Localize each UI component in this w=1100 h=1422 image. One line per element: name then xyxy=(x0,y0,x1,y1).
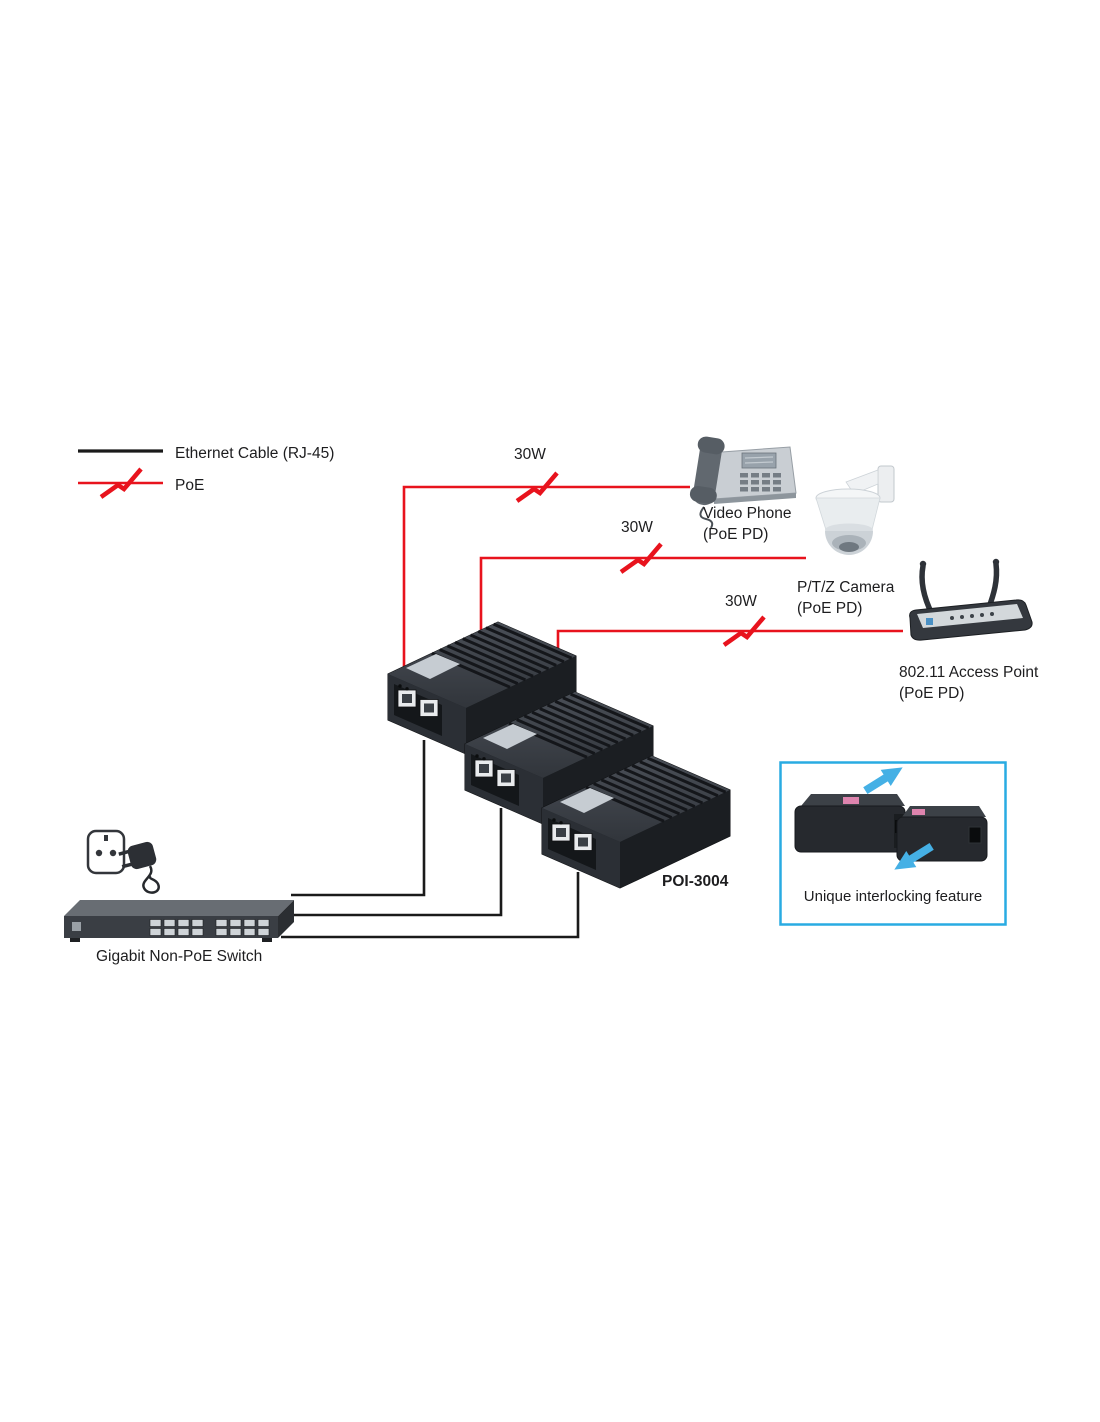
video-phone-name: Video Phone xyxy=(703,505,792,522)
phone-handset xyxy=(689,436,725,506)
access-point-leds xyxy=(950,612,994,620)
cable-injector2-to-switch xyxy=(287,808,503,917)
poe-cable-to-video-phone xyxy=(402,485,690,696)
access-point-illustration xyxy=(909,558,1033,641)
power-label-1: 30W xyxy=(514,446,546,463)
power-outlet xyxy=(86,829,126,875)
power-label-3: 30W xyxy=(725,593,757,610)
power-label-2: 30W xyxy=(621,519,653,536)
ptz-camera-label: P/T/Z Camera (PoE PD) xyxy=(797,577,894,619)
cable-injector3-to-switch xyxy=(281,872,580,939)
power-plug xyxy=(118,841,160,894)
switch-ports xyxy=(149,919,270,936)
ethernet-cables xyxy=(78,449,580,939)
video-phone-label: Video Phone (PoE PD) xyxy=(703,503,792,545)
phone-keypad xyxy=(740,473,781,492)
ptz-camera-type: (PoE PD) xyxy=(797,600,863,617)
video-phone-illustration xyxy=(689,436,797,529)
legend-poe-label: PoE xyxy=(175,477,205,494)
feature-box xyxy=(779,759,1007,926)
ptz-camera-name: P/T/Z Camera xyxy=(797,579,895,596)
access-point-name: 802.11 Access Point xyxy=(899,664,1039,681)
power-cord xyxy=(142,865,160,894)
ptz-camera-illustration xyxy=(815,465,895,555)
injector-model-label: POI-3004 xyxy=(662,873,729,890)
access-point-label: 802.11 Access Point (PoE PD) xyxy=(899,662,1038,704)
access-point-type: (PoE PD) xyxy=(899,685,965,702)
feature-caption: Unique interlocking feature xyxy=(803,888,983,905)
feature-right-injector xyxy=(896,806,988,862)
gigabit-switch xyxy=(64,900,294,942)
legend-ethernet-label: Ethernet Cable (RJ-45) xyxy=(175,445,335,462)
cable-injector1-to-switch xyxy=(291,740,426,897)
feature-left-injector xyxy=(794,794,906,853)
video-phone-type: (PoE PD) xyxy=(703,526,769,543)
switch-label: Gigabit Non-PoE Switch xyxy=(96,948,263,965)
